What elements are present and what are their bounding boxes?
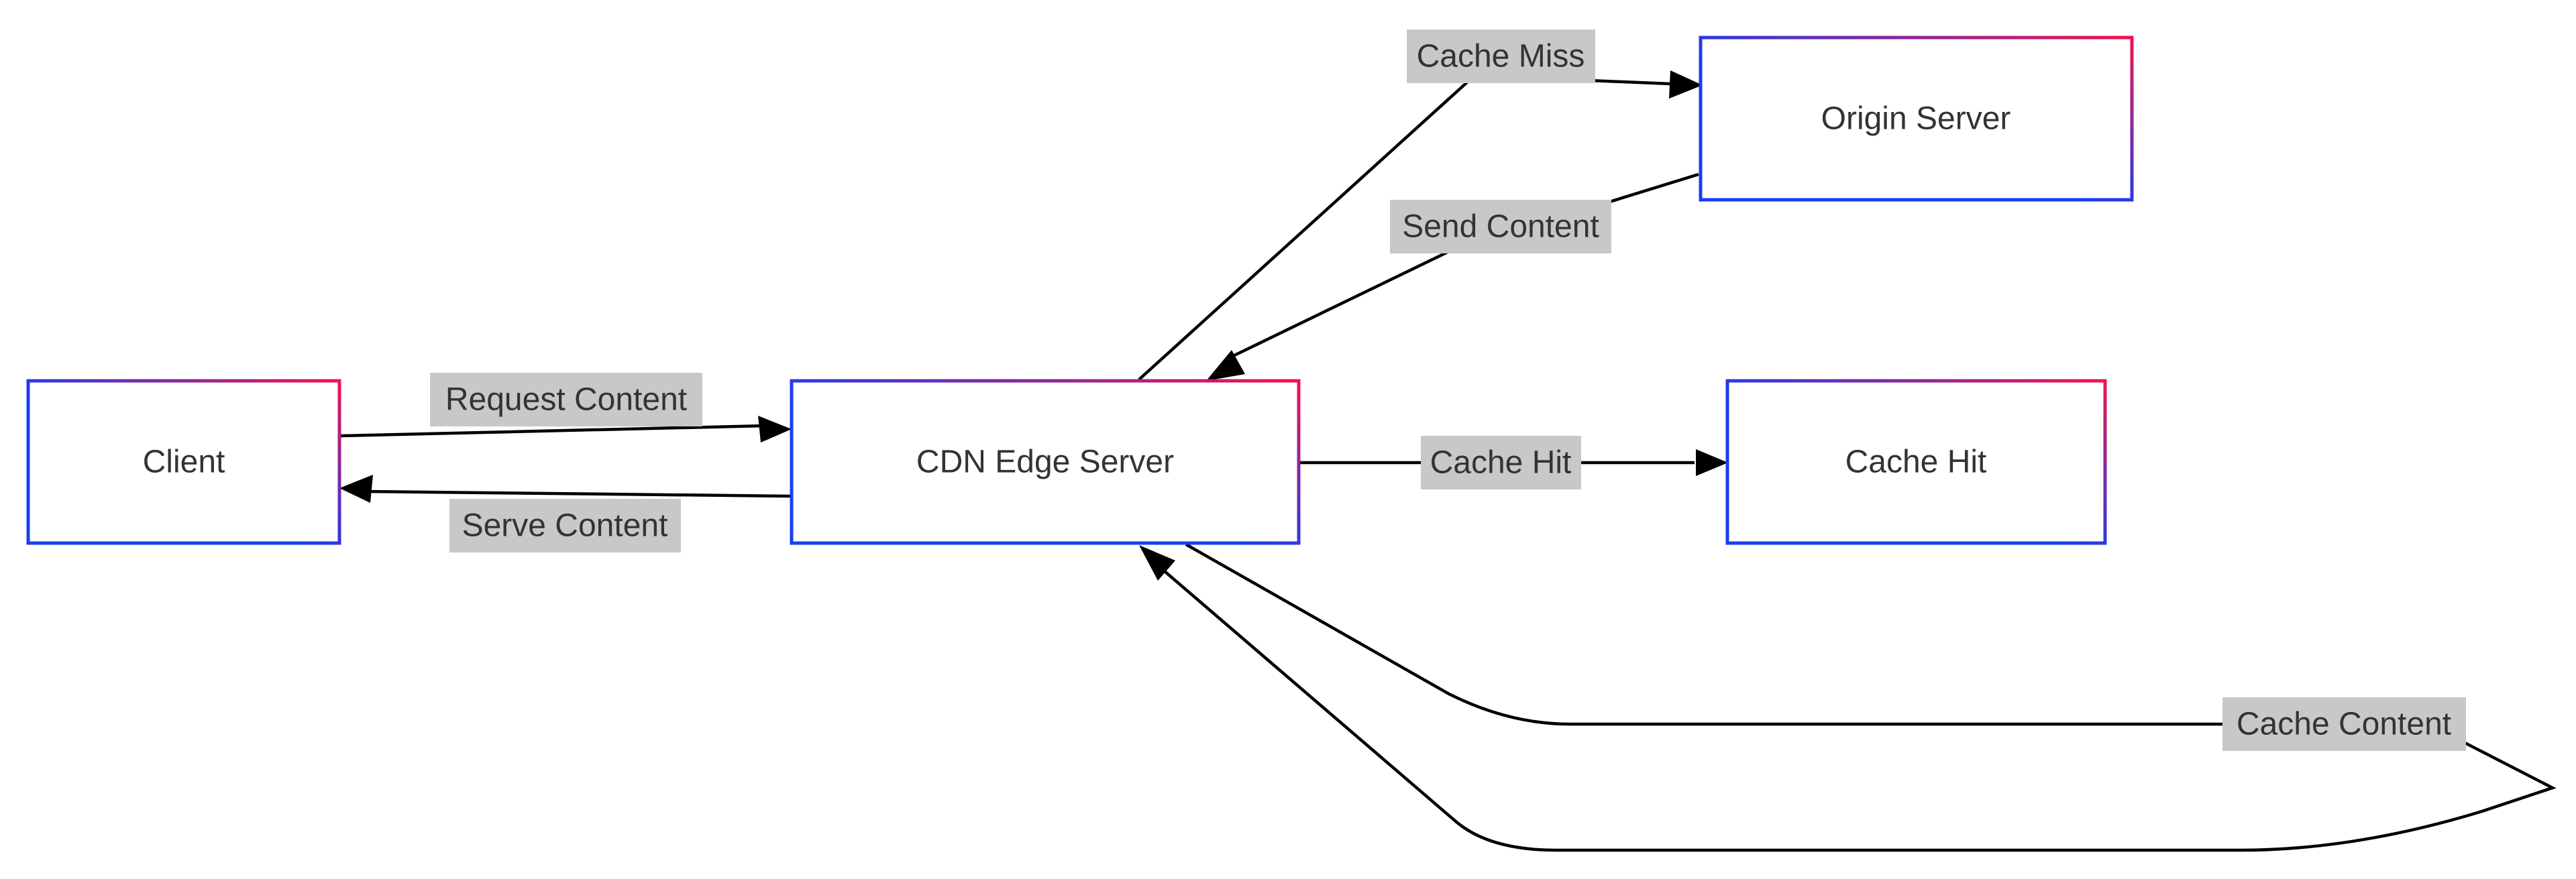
edge-label-text: Serve Content <box>462 508 668 544</box>
edge-label-text: Send Content <box>1402 209 1599 245</box>
arrowhead <box>1696 449 1728 476</box>
edge-label-request-content: Request Content <box>430 373 702 426</box>
edge-label-text: Cache Hit <box>1430 445 1572 481</box>
arrowhead <box>1206 350 1245 381</box>
edge-label-cache-miss: Cache Miss <box>1407 30 1595 83</box>
node-cdn-edge-server[interactable]: CDN Edge Server <box>790 379 1301 545</box>
edge-label-text: Cache Miss <box>1417 39 1585 74</box>
edge-label-cache-content: Cache Content <box>2222 697 2466 751</box>
node-label: CDN Edge Server <box>916 445 1174 480</box>
edge-cache-content <box>1139 543 2557 852</box>
arrowhead <box>758 416 792 443</box>
arrowhead <box>1139 545 1175 581</box>
edge-label-send-content: Send Content <box>1390 200 1611 253</box>
edge-request-content <box>340 416 792 443</box>
edge-label-text: Request Content <box>445 382 687 418</box>
edge-label-text: Cache Content <box>2237 707 2451 742</box>
node-label: Cache Hit <box>1845 445 1987 480</box>
node-label: Origin Server <box>1821 101 2011 137</box>
node-client[interactable]: Client <box>26 379 341 545</box>
node-origin-server[interactable]: Origin Server <box>1699 36 2134 202</box>
node-label: Client <box>143 445 225 480</box>
arrowhead <box>1669 70 1703 99</box>
arrowhead <box>339 475 373 503</box>
edge-label-serve-content: Serve Content <box>449 499 681 552</box>
edge-label-cache-hit: Cache Hit <box>1421 436 1581 489</box>
node-cache-hit[interactable]: Cache Hit <box>1725 379 2107 545</box>
edge-serve-content <box>339 475 792 503</box>
